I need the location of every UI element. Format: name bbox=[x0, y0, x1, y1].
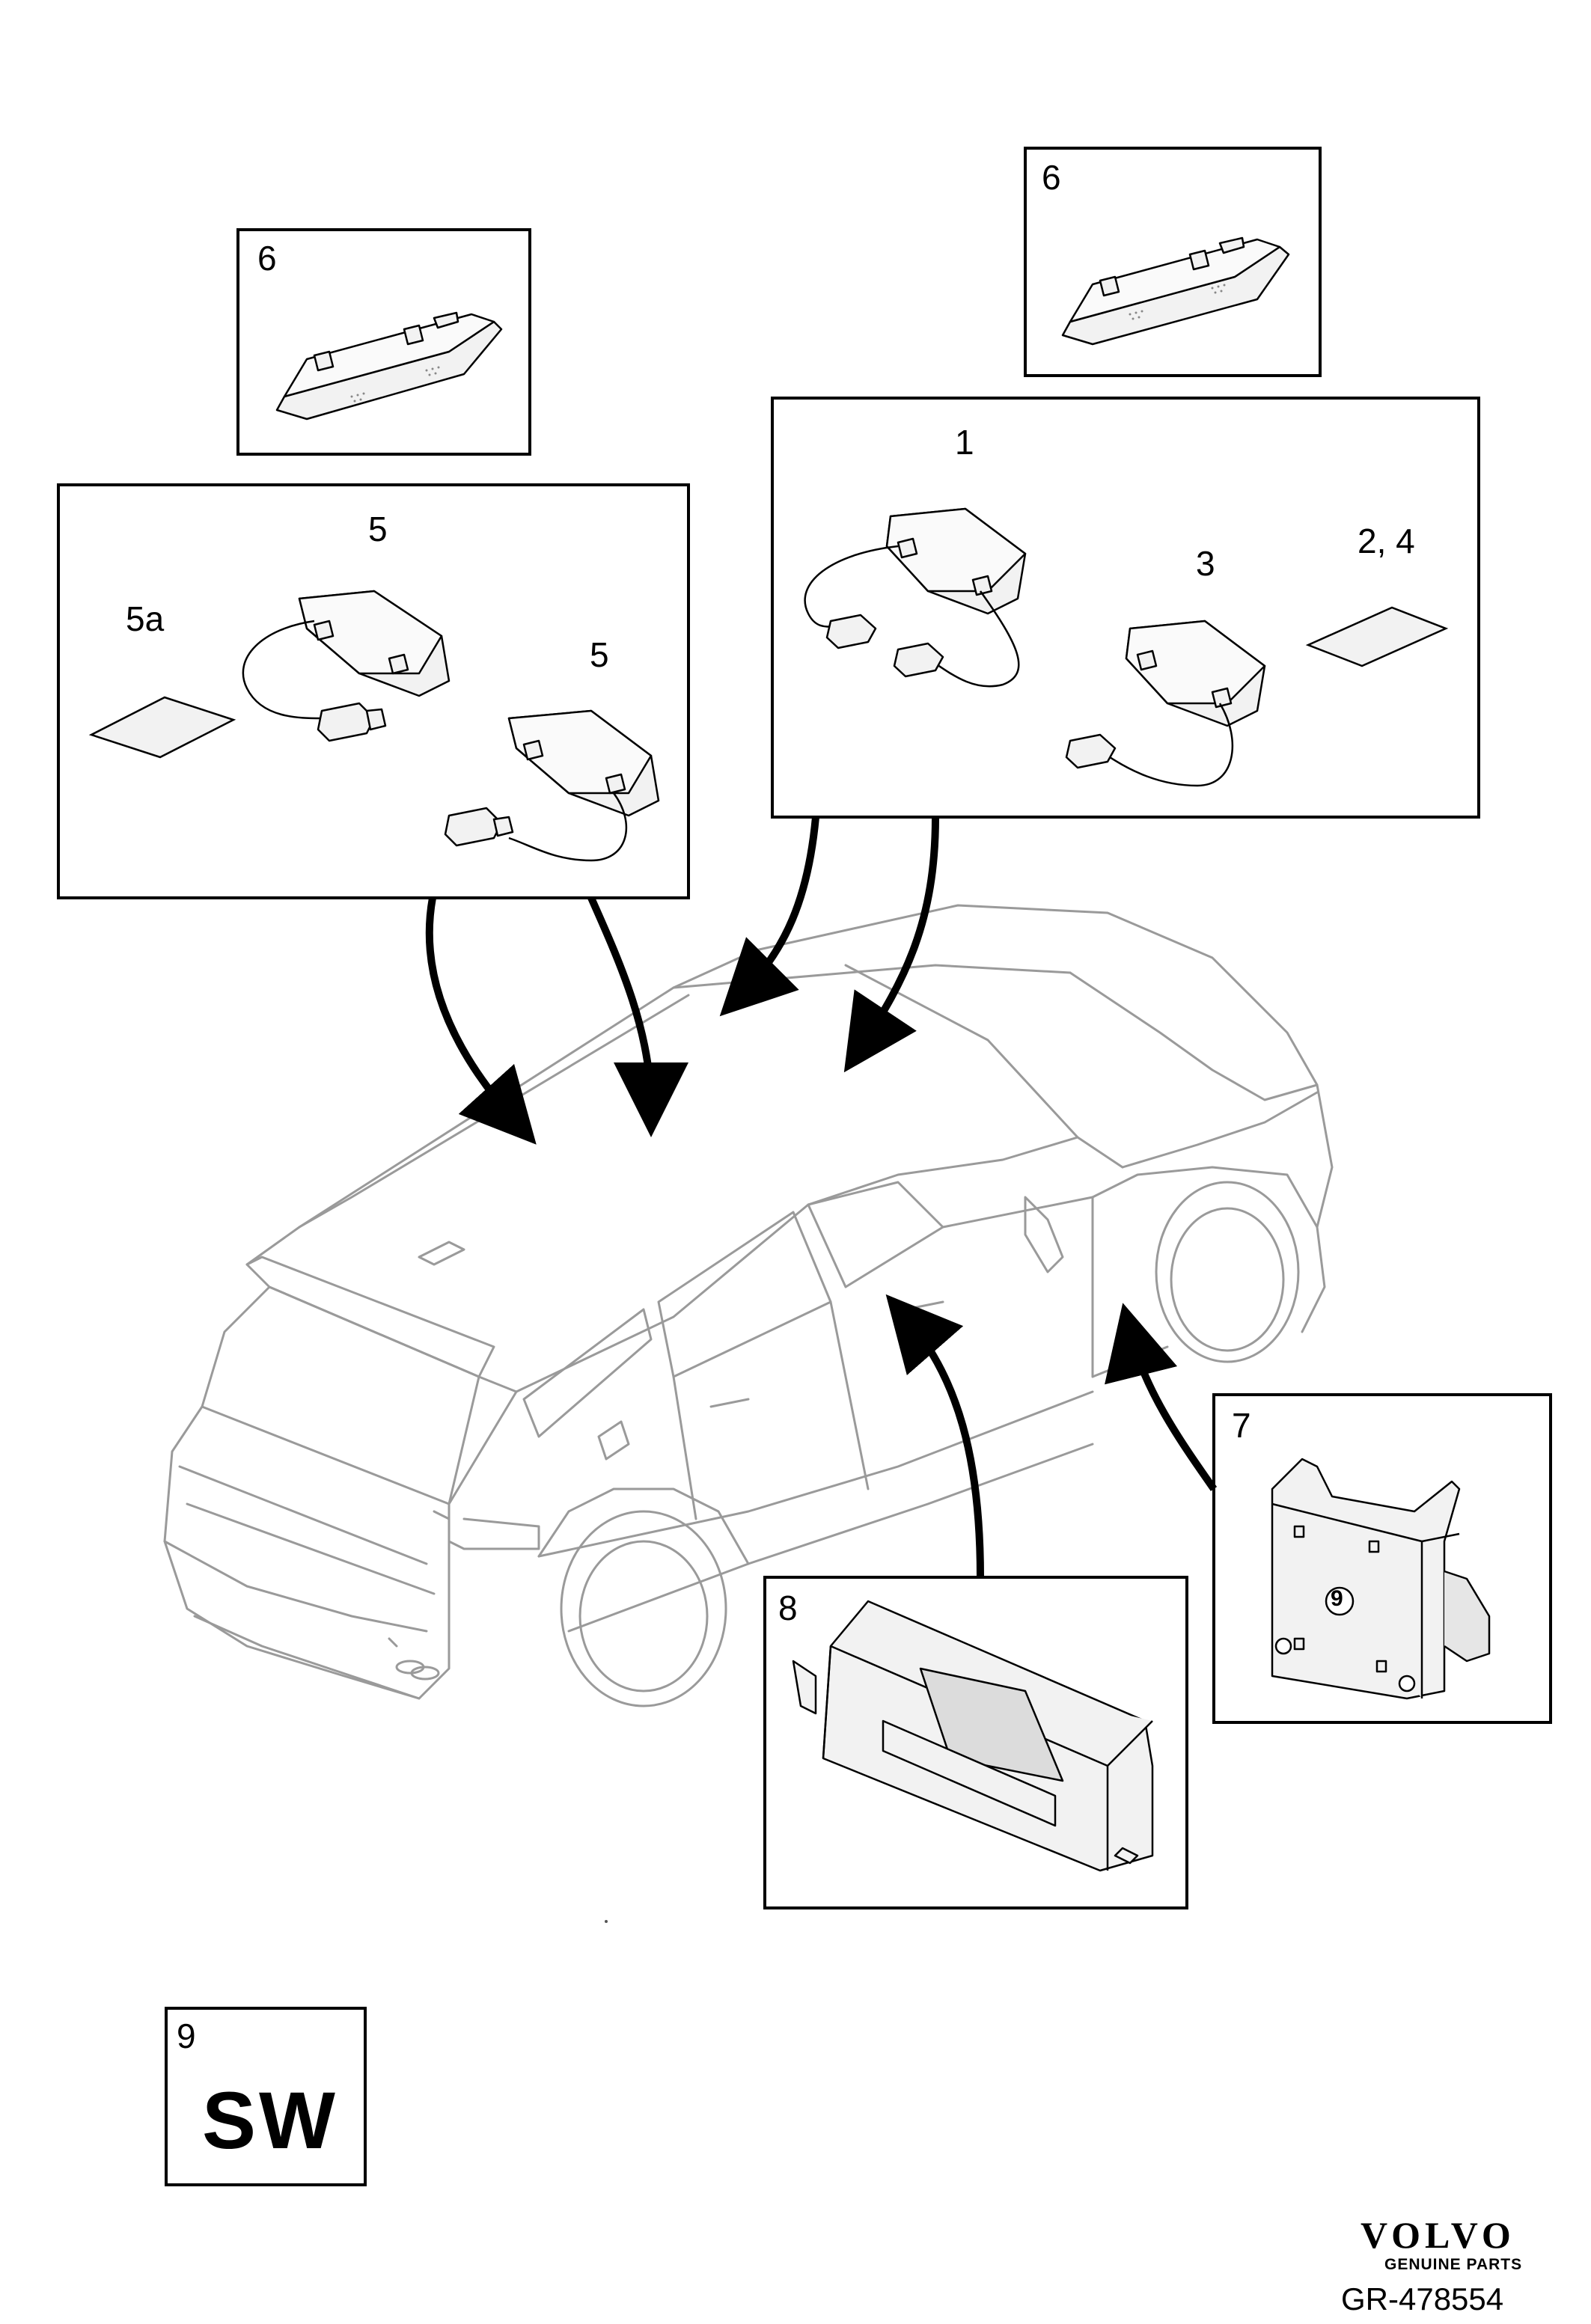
callout-7: 7 bbox=[1232, 1406, 1251, 1445]
callout-9: 9 bbox=[177, 2016, 196, 2055]
callout-1: 1 bbox=[955, 423, 974, 462]
box-6-left bbox=[236, 228, 531, 456]
box-6-right bbox=[1024, 147, 1322, 377]
car-illustration bbox=[163, 904, 1334, 1707]
pointer-arrows bbox=[425, 816, 1218, 1578]
callout-5-lower: 5 bbox=[590, 635, 609, 674]
callout-7-inner-9: 9 bbox=[1331, 1586, 1343, 1611]
box-7-switch bbox=[1212, 1393, 1552, 1724]
callout-8: 8 bbox=[778, 1588, 798, 1627]
overhead-console-part-6-left bbox=[275, 311, 503, 421]
lamp-part-3 bbox=[1065, 620, 1266, 787]
volvo-logo: VOLVO bbox=[1361, 2214, 1515, 2256]
adhesive-pad-part-2-4 bbox=[1305, 606, 1449, 667]
software-label: SW bbox=[202, 2075, 338, 2165]
box-5-parts bbox=[57, 483, 690, 899]
callout-6-left: 6 bbox=[257, 239, 277, 278]
lamp-part-5-lower bbox=[444, 709, 660, 862]
callout-6-right: 6 bbox=[1042, 158, 1061, 197]
switch-bracket-part-7 bbox=[1271, 1458, 1491, 1700]
speck bbox=[605, 1920, 608, 1923]
box-8-module bbox=[763, 1576, 1188, 1909]
callout-2-4: 2, 4 bbox=[1358, 522, 1415, 560]
callout-5-upper: 5 bbox=[368, 510, 388, 548]
overhead-console-part-6-right bbox=[1061, 236, 1290, 346]
lamp-part-5-upper bbox=[242, 590, 451, 742]
control-module-part-8 bbox=[792, 1600, 1154, 1872]
adhesive-pad-part-5a bbox=[88, 696, 236, 759]
lamp-part-1 bbox=[804, 507, 1027, 688]
callout-5a: 5a bbox=[126, 599, 165, 638]
box-9-software bbox=[165, 2007, 367, 2186]
drawing-reference-number: GR-478554 bbox=[1341, 2281, 1504, 2317]
box-1-3-parts bbox=[771, 397, 1480, 819]
callout-3: 3 bbox=[1196, 544, 1215, 583]
genuine-parts-label: GENUINE PARTS bbox=[1384, 2256, 1523, 2273]
